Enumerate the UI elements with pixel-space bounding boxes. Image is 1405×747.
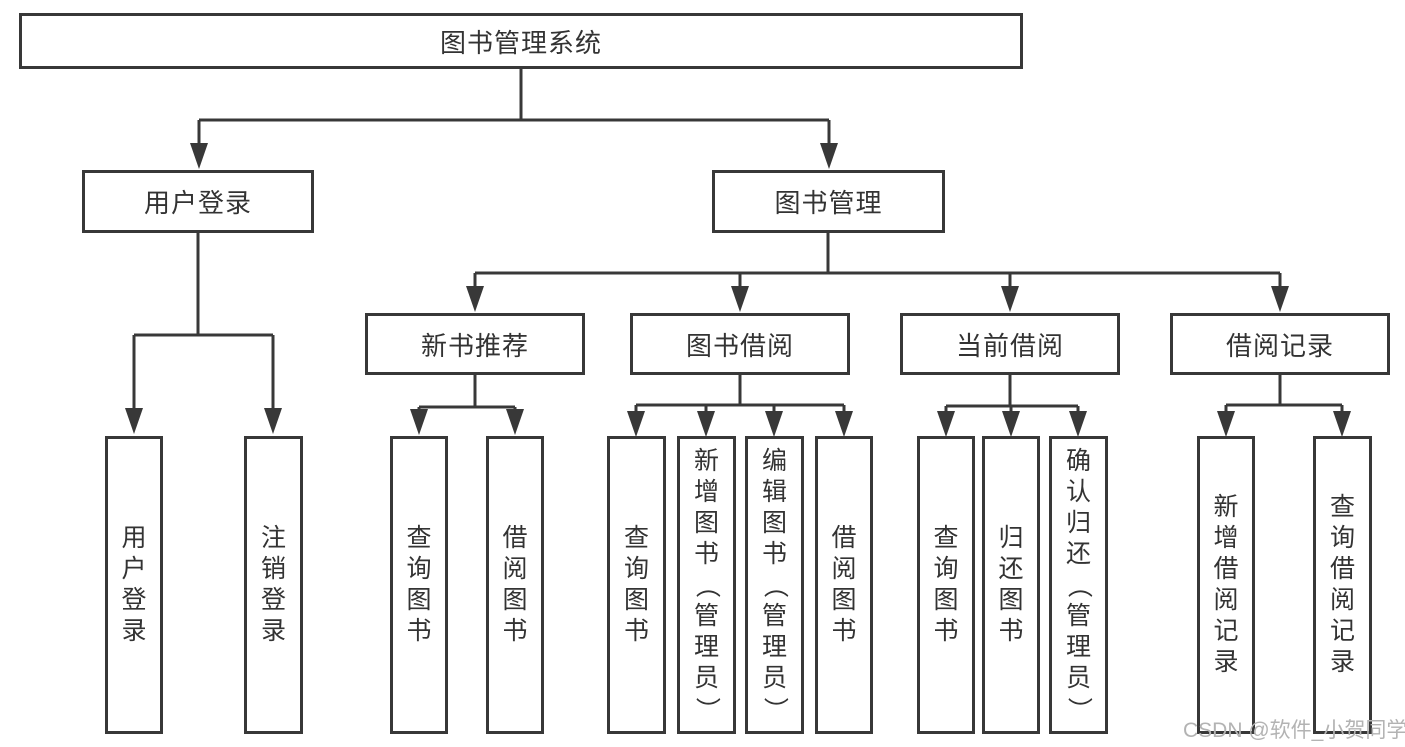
node-current-borrow: 当前借阅	[900, 313, 1120, 375]
leaf-user-login-label: 用户登录	[121, 524, 147, 645]
node-user-login: 用户登录	[82, 170, 314, 233]
node-new-book-recommend: 新书推荐	[365, 313, 585, 375]
node-new-book-recommend-label: 新书推荐	[420, 330, 529, 361]
node-borrow-records-label: 借阅记录	[1225, 330, 1334, 361]
leaf-borrow-add-admin-label: 新增图书（管理员）	[692, 446, 721, 722]
leaf-logout-label: 注销登录	[260, 524, 286, 645]
leaf-current-confirm-admin: 确认归还（管理员）	[1049, 436, 1108, 734]
leaf-record-add-label: 新增借阅记录	[1213, 493, 1239, 676]
node-current-borrow-label: 当前借阅	[955, 330, 1064, 361]
leaf-borrow-borrow: 借阅图书	[815, 436, 873, 734]
node-borrow-records: 借阅记录	[1170, 313, 1390, 375]
leaf-record-add: 新增借阅记录	[1197, 436, 1255, 734]
leaf-logout: 注销登录	[244, 436, 303, 734]
leaf-current-return-label: 归还图书	[998, 524, 1024, 645]
connector-paths	[132, 69, 1344, 415]
leaf-current-return: 归还图书	[982, 436, 1040, 734]
leaf-newbook-borrow: 借阅图书	[486, 436, 544, 734]
leaf-newbook-query-label: 查询图书	[406, 524, 432, 645]
leaf-record-query-label: 查询借阅记录	[1329, 493, 1355, 676]
node-library-system-label: 图书管理系统	[439, 27, 602, 58]
node-book-borrow: 图书借阅	[630, 313, 850, 375]
leaf-borrow-query: 查询图书	[607, 436, 666, 734]
node-book-management-label: 图书管理	[774, 188, 883, 218]
csdn-watermark: CSDN @软件_小贺同学	[1183, 719, 1405, 742]
node-user-login-label: 用户登录	[143, 188, 252, 218]
leaf-record-query: 查询借阅记录	[1313, 436, 1372, 734]
leaf-newbook-borrow-label: 借阅图书	[502, 524, 528, 645]
leaf-borrow-query-label: 查询图书	[623, 524, 649, 645]
leaf-borrow-add-admin: 新增图书（管理员）	[677, 436, 736, 734]
node-library-system: 图书管理系统	[19, 13, 1023, 69]
leaf-current-query: 查询图书	[917, 436, 975, 734]
leaf-borrow-borrow-label: 借阅图书	[831, 524, 857, 645]
leaf-user-login: 用户登录	[105, 436, 163, 734]
leaf-current-query-label: 查询图书	[933, 524, 959, 645]
arrowheads	[125, 143, 1351, 437]
leaf-current-confirm-admin-label: 确认归还（管理员）	[1064, 446, 1093, 722]
leaf-borrow-edit-admin: 编辑图书（管理员）	[745, 436, 804, 734]
leaf-newbook-query: 查询图书	[390, 436, 448, 734]
node-book-borrow-label: 图书借阅	[685, 330, 794, 361]
leaf-borrow-edit-admin-label: 编辑图书（管理员）	[760, 446, 789, 722]
node-book-management: 图书管理	[712, 170, 945, 233]
